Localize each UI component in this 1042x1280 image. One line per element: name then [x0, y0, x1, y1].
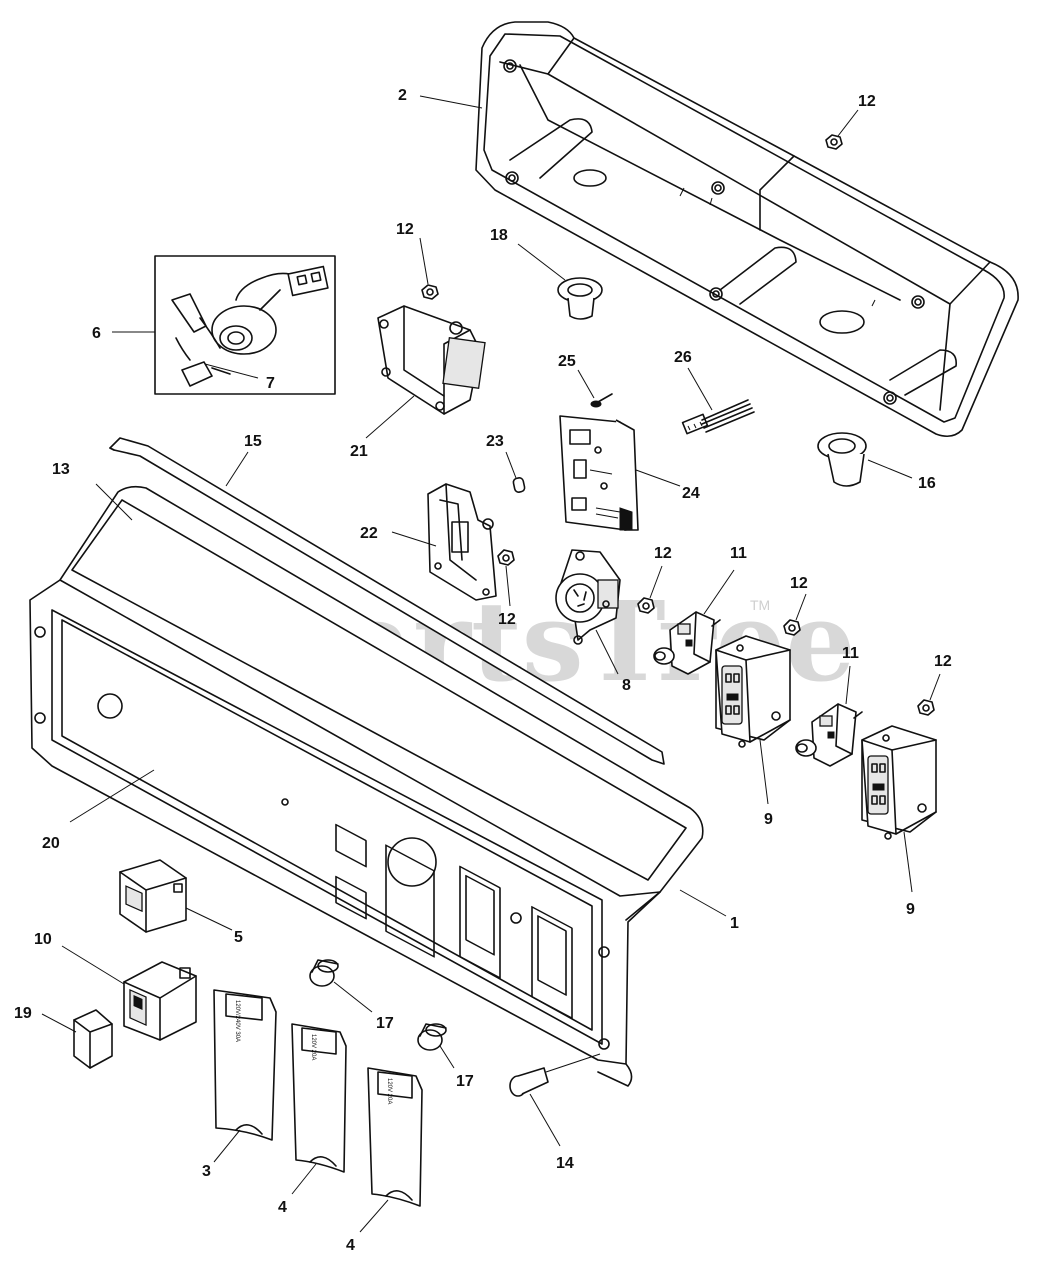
- callout-26: 26: [674, 349, 692, 366]
- callout-16: 16: [918, 475, 936, 492]
- part-17-button-a[interactable]: [309, 959, 339, 987]
- cover-3-label: 120V/240V 30A: [234, 1000, 240, 1042]
- part-4-outlet-cover-b[interactable]: 120V 20A: [367, 1067, 423, 1207]
- callout-12-e: 12: [790, 575, 808, 592]
- callout-9-b: 9: [906, 901, 915, 918]
- callout-17-a: 17: [376, 1015, 394, 1032]
- part-19-rocker-cap[interactable]: [73, 1009, 113, 1069]
- callout-24: 24: [682, 485, 700, 502]
- part-2-control-box-housing[interactable]: [475, 21, 1019, 438]
- part-12-nut-a[interactable]: [825, 134, 843, 150]
- callout-7: 7: [266, 375, 275, 392]
- callout-6: 6: [92, 325, 101, 342]
- callout-3: 3: [202, 1163, 211, 1180]
- part-17-button-b[interactable]: [417, 1023, 447, 1051]
- part-9-gfci-outlet-a[interactable]: [715, 635, 791, 748]
- part-12-nut-f[interactable]: [917, 699, 935, 716]
- part-3-outlet-cover[interactable]: 120V/240V 30A: [213, 989, 277, 1141]
- callout-13: 13: [52, 461, 70, 478]
- part-1-control-panel[interactable]: [29, 485, 704, 1087]
- callout-22: 22: [360, 525, 378, 542]
- callout-4-b: 4: [346, 1237, 355, 1254]
- cover-4b-label: 120V 20A: [386, 1078, 392, 1104]
- callout-12-f: 12: [934, 653, 952, 670]
- callout-25: 25: [558, 353, 576, 370]
- part-21-module[interactable]: [377, 305, 486, 415]
- part-12-nut-e[interactable]: [783, 619, 801, 636]
- part-11-circuit-breaker-a[interactable]: [653, 611, 721, 675]
- part-8-twist-lock-receptacle[interactable]: [555, 549, 621, 645]
- callout-20: 20: [42, 835, 60, 852]
- callout-23: 23: [486, 433, 504, 450]
- callout-5: 5: [234, 929, 243, 946]
- callout-12-b: 12: [396, 221, 414, 238]
- callout-11-a: 11: [730, 545, 747, 562]
- callout-12-a: 12: [858, 93, 876, 110]
- callout-10: 10: [34, 931, 52, 948]
- part-24-circuit-board[interactable]: [559, 415, 639, 531]
- part-14-screw[interactable]: [509, 1053, 601, 1097]
- part-9-gfci-outlet-b[interactable]: [861, 725, 937, 840]
- callout-4-a: 4: [278, 1199, 287, 1216]
- part-23-pin[interactable]: [512, 477, 526, 493]
- part-4-outlet-cover-a[interactable]: 120V 20A: [291, 1023, 347, 1173]
- callout-19: 19: [14, 1005, 32, 1022]
- watermark-trademark: TM: [750, 597, 770, 613]
- part-12-nut-b[interactable]: [421, 284, 439, 300]
- part-22-bracket[interactable]: [427, 483, 497, 601]
- callout-14: 14: [556, 1155, 574, 1172]
- part-5-hour-meter[interactable]: [119, 859, 187, 933]
- part-6-ignition-switch-kit[interactable]: [154, 255, 336, 395]
- part-16-grommet[interactable]: [817, 432, 867, 487]
- callout-21: 21: [350, 443, 368, 460]
- part-10-rocker-switch[interactable]: [123, 961, 197, 1041]
- callout-18: 18: [490, 227, 508, 244]
- part-12-nut-d[interactable]: [637, 597, 655, 614]
- callout-2: 2: [398, 87, 407, 104]
- callout-11-b: 11: [842, 645, 859, 662]
- callout-1: 1: [730, 915, 739, 932]
- part-11-circuit-breaker-b[interactable]: [795, 703, 863, 767]
- part-15-seal-strip[interactable]: [109, 437, 665, 765]
- part-25-screw[interactable]: [590, 393, 613, 408]
- part-12-nut-c[interactable]: [497, 549, 515, 566]
- callout-12-c: 12: [498, 611, 516, 628]
- cover-4a-label: 120V 20A: [310, 1034, 316, 1060]
- callout-8: 8: [622, 677, 631, 694]
- part-26-wire-harness[interactable]: [681, 399, 755, 435]
- part-18-grommet[interactable]: [557, 277, 603, 320]
- callout-12-d: 12: [654, 545, 672, 562]
- callout-17-b: 17: [456, 1073, 474, 1090]
- callout-9-a: 9: [764, 811, 773, 828]
- callout-15: 15: [244, 433, 262, 450]
